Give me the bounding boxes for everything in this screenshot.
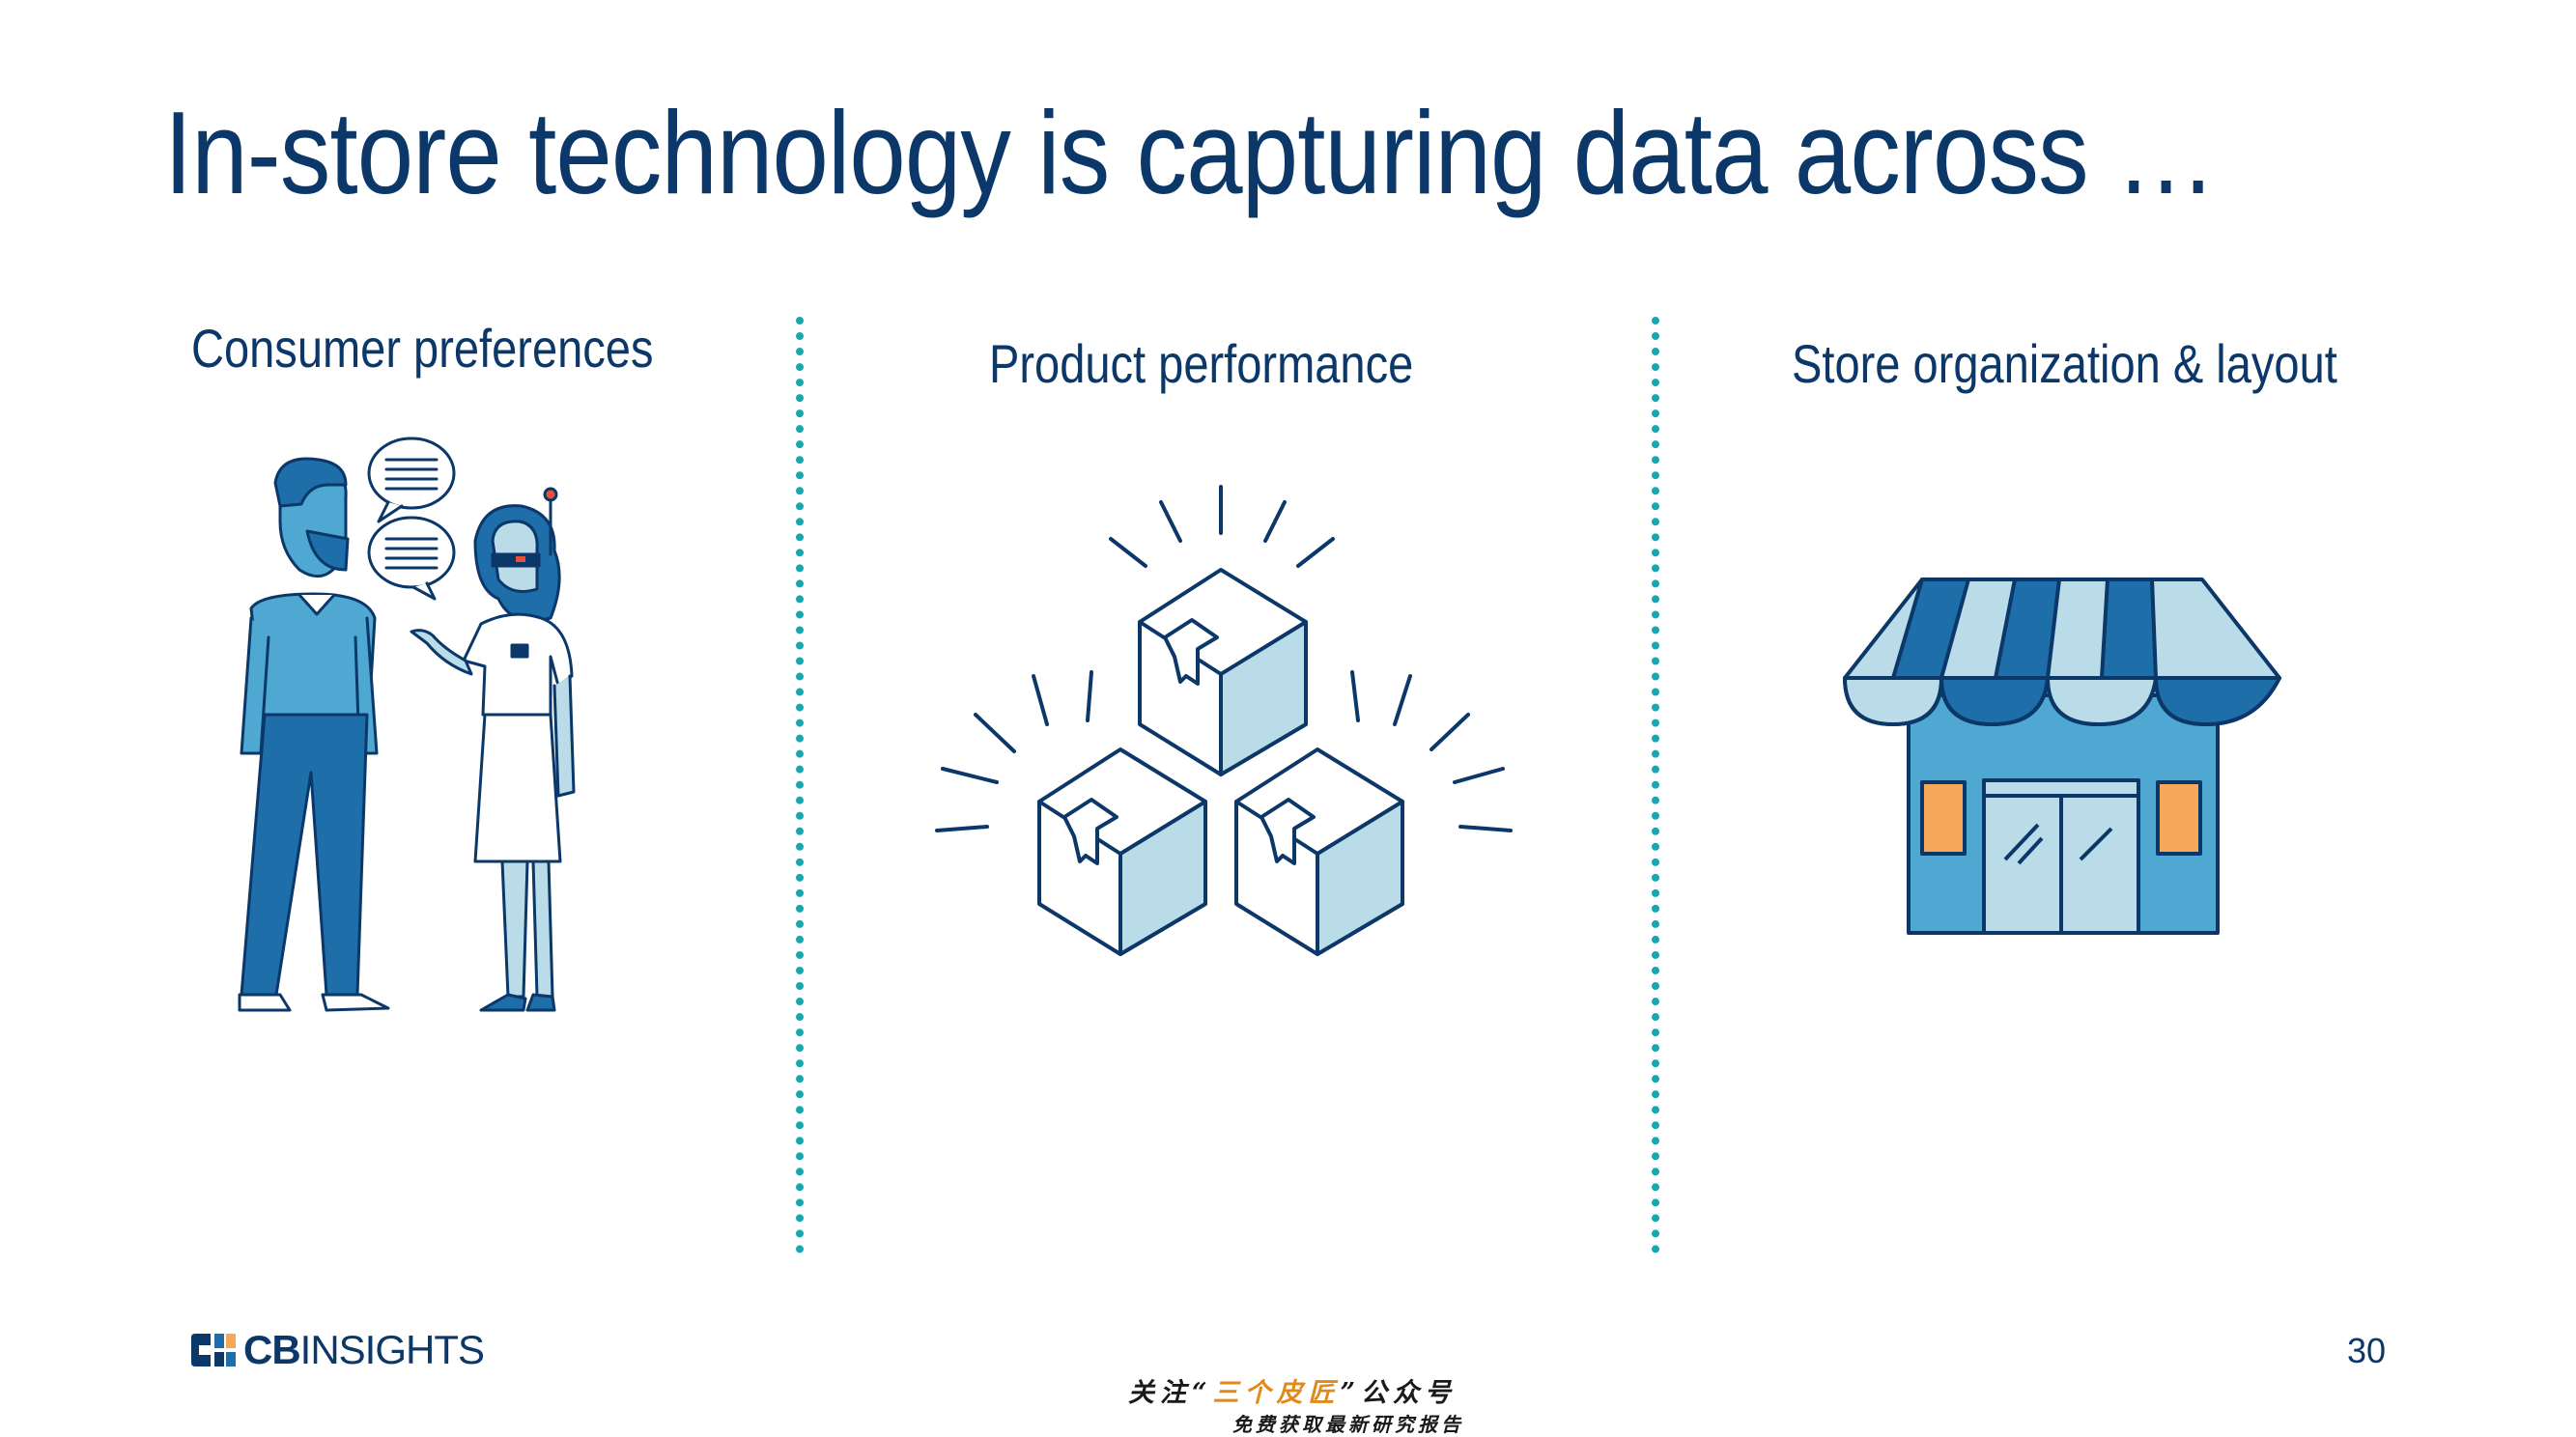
people-talking-illustration <box>238 437 576 1012</box>
column-divider-right <box>1652 317 1659 1254</box>
column-heading-product-performance: Product performance <box>989 333 1414 394</box>
watermark-line2: 免费获取最新研究报告 <box>1232 1413 1464 1436</box>
cbinsights-logo: CBINSIGHTS <box>191 1327 485 1372</box>
column-divider-left <box>796 317 804 1254</box>
watermark-line1: 关注“三个皮匠”公众号 <box>1128 1378 1458 1408</box>
column-heading-consumer-preferences: Consumer preferences <box>191 318 654 379</box>
woman-figure <box>410 487 576 1012</box>
sparkle-lines <box>935 485 1513 832</box>
storefront-illustration <box>1843 578 2281 935</box>
boxes-illustration <box>935 485 1513 956</box>
box-icon <box>1037 747 1207 956</box>
box-icon <box>1138 568 1308 776</box>
shop-window-right <box>2156 780 2202 856</box>
man-figure <box>238 457 390 1012</box>
speech-bubble-icon <box>367 516 456 601</box>
awning <box>1843 578 2281 726</box>
column-heading-store-layout: Store organization & layout <box>1792 333 2337 394</box>
cbinsights-logo-icon <box>191 1334 236 1367</box>
shop-window-left <box>1920 780 1967 856</box>
slide-title: In-store technology is capturing data ac… <box>164 87 2217 218</box>
box-icon <box>1234 747 1404 956</box>
page-number: 30 <box>2347 1331 2387 1370</box>
cbinsights-logo-text: CBINSIGHTS <box>243 1327 485 1372</box>
shop-door <box>1982 778 2140 935</box>
speech-bubble-icon <box>367 437 456 523</box>
